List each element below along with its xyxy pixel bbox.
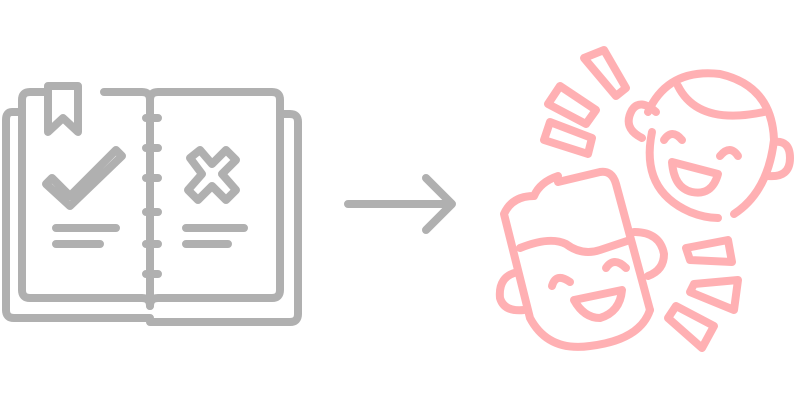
- upper-face: [624, 69, 794, 222]
- arrow-right-icon: [344, 174, 456, 234]
- lower-face: [495, 167, 668, 351]
- laughing-faces-icon: [495, 46, 794, 352]
- open-book-check-cross-icon: [2, 82, 302, 326]
